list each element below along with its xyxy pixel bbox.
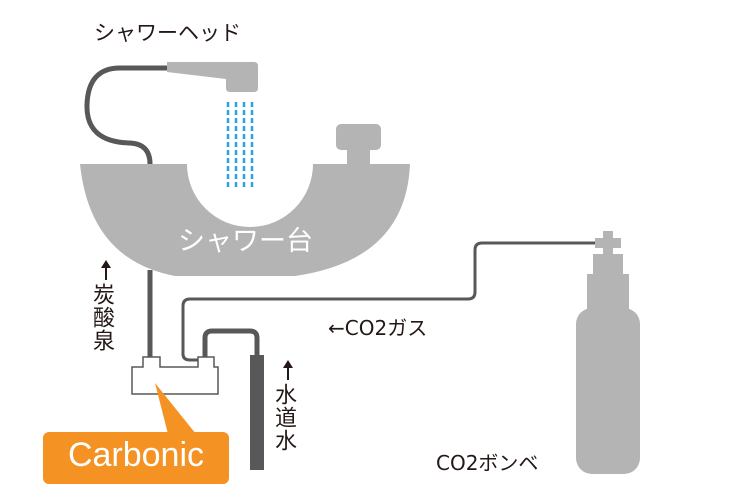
showerhead-label: シャワーヘッド	[94, 21, 241, 45]
shower-base-label: シャワー台	[178, 226, 313, 257]
faucet-stem	[347, 148, 370, 166]
tap-water-pipe	[202, 328, 260, 360]
shower-head	[167, 62, 258, 92]
tap-water-flow-arrow	[283, 360, 293, 380]
water-spray	[226, 102, 254, 190]
shower-base	[80, 164, 410, 276]
co2-gas-label: ←CO2ガス	[328, 316, 428, 340]
callout-pointer	[155, 383, 196, 434]
carbonic-label: Carbonic	[67, 436, 205, 474]
faucet-knob	[336, 124, 381, 150]
carbonic-callout: Carbonic	[43, 432, 229, 484]
carbonated-flow-arrow	[101, 260, 111, 280]
co2-gas-line	[181, 241, 603, 362]
tap-water-inlet	[250, 355, 264, 470]
carbonic-device	[131, 356, 219, 395]
co2-cylinder-label: CO2ボンベ	[436, 451, 539, 475]
shower-hose	[84, 65, 167, 165]
tap-water-label: 水道水	[271, 383, 296, 452]
co2-cylinder	[576, 231, 640, 474]
carbonated-spring-label: 炭酸泉	[89, 283, 114, 352]
